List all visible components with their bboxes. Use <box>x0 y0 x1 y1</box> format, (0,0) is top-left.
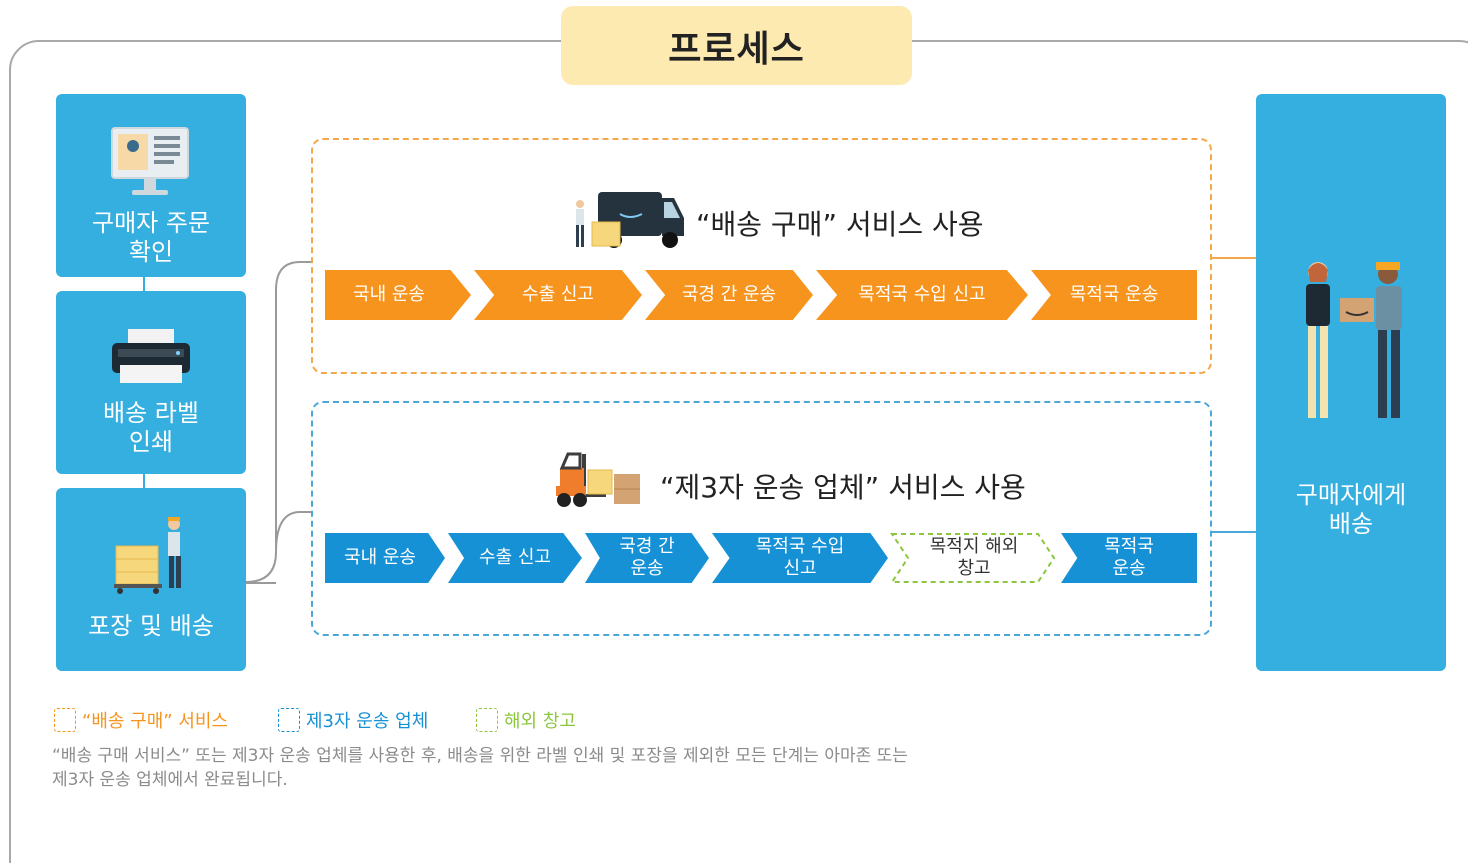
diagram-area <box>30 72 1460 788</box>
legend-swatch <box>476 708 498 732</box>
step-label: 확인 <box>128 238 174 266</box>
overseas-warehouse-chevron-outline <box>890 533 1056 583</box>
chevron-label: 목적국 <box>1104 536 1154 557</box>
legend-overseas-warehouse: 해외 창고 <box>476 707 576 733</box>
chevron-label: 국경 간 운송 <box>681 284 777 305</box>
chevron-step: 국내 운송 <box>325 270 471 320</box>
chevron-label: 목적지 해외 <box>929 536 1019 557</box>
legend-buy-shipping: “배송 구매” 서비스 <box>54 707 228 733</box>
chevron-label: 목적국 수입 신고 <box>858 284 986 305</box>
footnote-line: 제3자 운송 업체에서 완료됩니다. <box>52 770 288 790</box>
footnote-line: “배송 구매 서비스” 또는 제3자 운송 업체를 사용한 후, 배송을 위한 … <box>52 746 908 766</box>
step-label: 구매자 주문 <box>91 209 211 237</box>
step-label: 인쇄 <box>128 428 174 456</box>
worker-boxes-icon <box>114 517 181 594</box>
footnote: “배송 구매 서비스” 또는 제3자 운송 업체를 사용한 후, 배송을 위한 … <box>52 744 1152 792</box>
chevron-label: 국내 운송 <box>344 547 416 568</box>
chevron-label: 목적국 운송 <box>1069 284 1159 305</box>
third-party-carrier-title: “제3자 운송 업체” 서비스 사용 <box>660 471 1026 504</box>
step-connector <box>143 276 145 292</box>
chevron-label: 창고 <box>957 558 991 579</box>
legend-label: 해외 창고 <box>504 711 576 732</box>
delivery-van-icon <box>576 192 684 248</box>
legend-swatch <box>54 708 76 732</box>
legend-label: “배송 구매” 서비스 <box>82 711 229 732</box>
chevron-step: 수출 신고 <box>474 270 642 320</box>
chevron-label: 수출 신고 <box>479 547 551 568</box>
legend-swatch <box>278 708 300 732</box>
third-party-carrier-group <box>311 401 1212 636</box>
printer-icon <box>112 329 190 383</box>
monitor-icon <box>111 127 189 195</box>
chevron-label: 운송 <box>1112 558 1146 579</box>
chevron-step: 국경 간 운송 <box>645 270 813 320</box>
chevron-step: 수출 신고 <box>448 533 582 583</box>
chevron-label: 국경 간 <box>619 536 675 557</box>
chevron-label: 수출 신고 <box>522 284 594 305</box>
step-label: 배송 라벨 <box>103 399 199 427</box>
connector-left-top <box>246 582 276 584</box>
step-print-label: 배송 라벨 인쇄 <box>56 291 246 474</box>
chevron-label: 운송 <box>630 558 664 579</box>
step-label: 포장 및 배송 <box>88 612 214 640</box>
legend-third-party: 제3자 운송 업체 <box>278 707 428 733</box>
page-title: 프로세스 <box>561 6 912 85</box>
chevron-label: 신고 <box>783 558 817 579</box>
chevron-step: 목적국 수입 신고 <box>816 270 1028 320</box>
chevron-step: 목적국 운송 <box>1031 270 1197 320</box>
package-handover-icon <box>1306 262 1402 418</box>
buy-shipping-title: “배송 구매” 서비스 사용 <box>696 208 984 241</box>
step-pack-ship: 포장 및 배송 <box>56 488 246 671</box>
chevron-label: 국내 운송 <box>353 284 425 305</box>
deliver-label: 구매자에게 <box>1295 481 1407 509</box>
step-order-confirm: 구매자 주문 확인 <box>56 94 246 277</box>
chevron-step: 국내 운송 <box>325 533 445 583</box>
forklift-icon <box>556 452 640 507</box>
deliver-to-buyer-box: 구매자에게 배송 <box>1256 94 1446 671</box>
chevron-label: 목적국 수입 <box>755 536 845 557</box>
buy-shipping-group <box>311 138 1212 374</box>
deliver-label: 배송 <box>1328 510 1374 538</box>
step-connector <box>143 473 145 489</box>
legend-label: 제3자 운송 업체 <box>306 711 429 732</box>
